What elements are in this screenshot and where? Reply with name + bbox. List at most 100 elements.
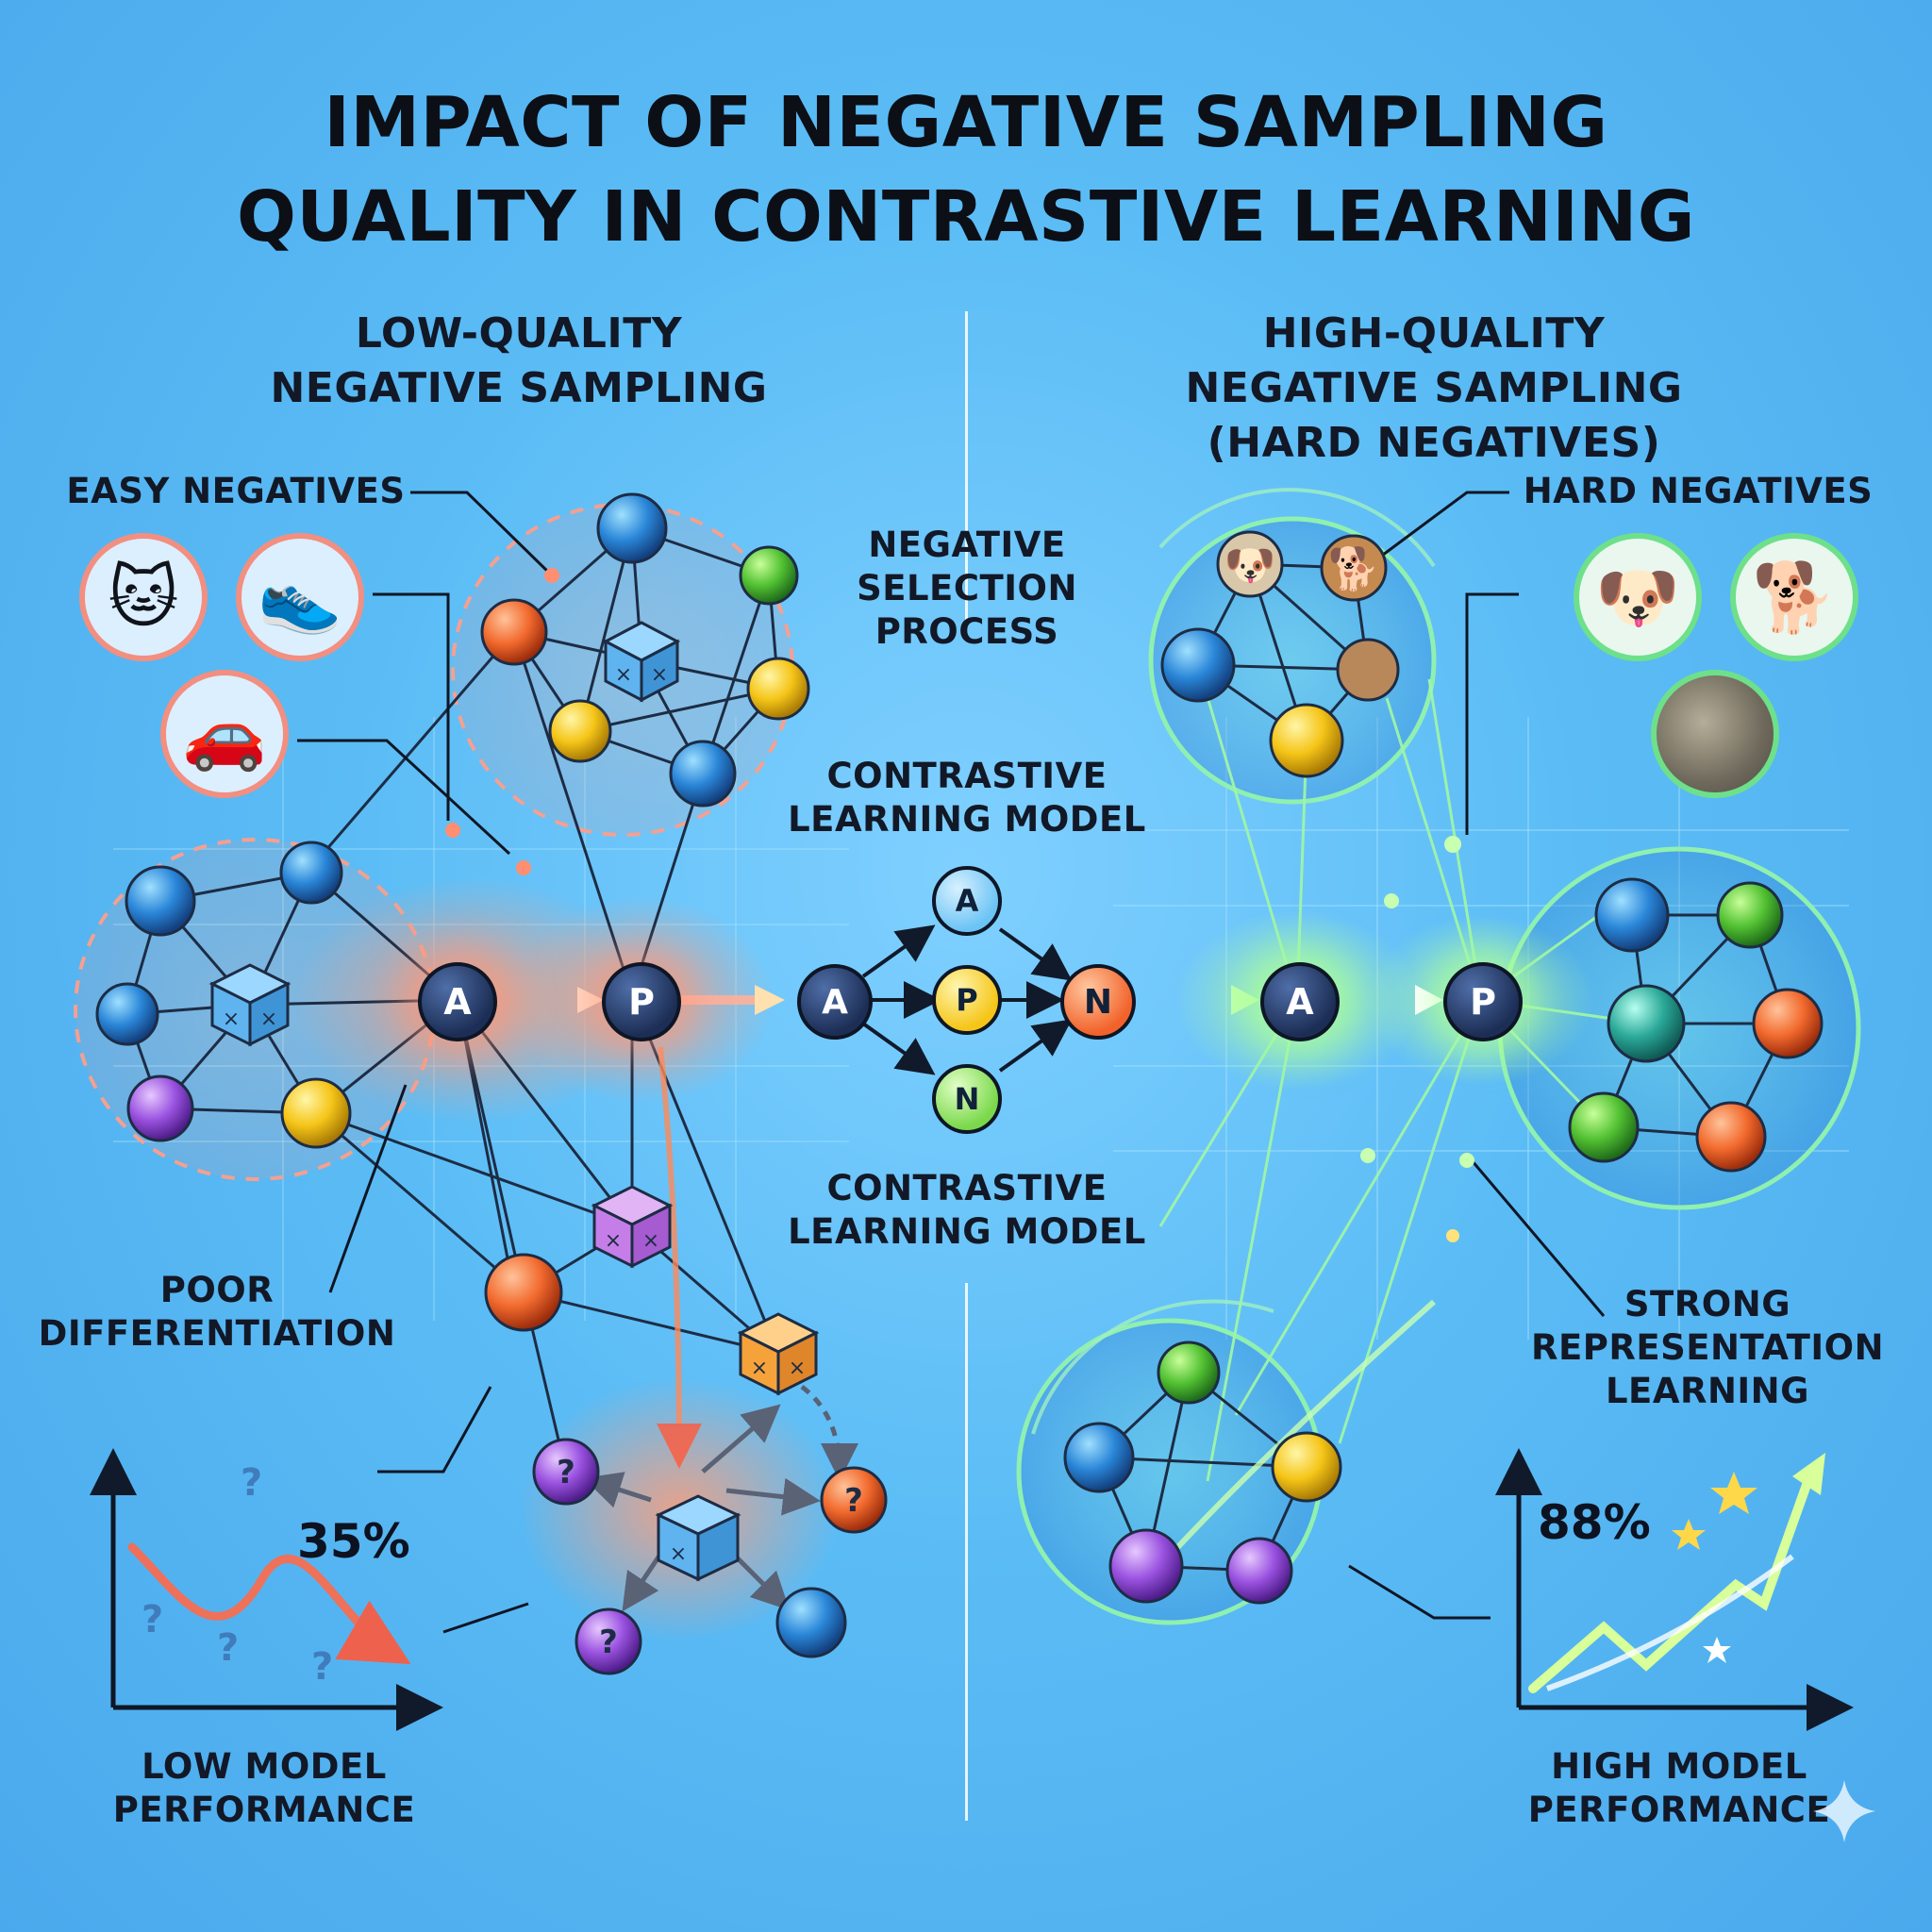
svg-text:×: ×	[670, 1542, 687, 1566]
low-model-performance-line-2: PERFORMANCE	[112, 1790, 416, 1830]
left-leader-lines	[297, 491, 554, 1634]
center-negative-node-right: N	[1060, 964, 1136, 1040]
center-anchor-node: A	[797, 964, 873, 1040]
strong-representation-line-1: STRONG	[1624, 1284, 1791, 1324]
high-quality-heading-line-3: (HARD NEGATIVES)	[1207, 419, 1661, 467]
high-trend-arrowhead	[1792, 1453, 1825, 1495]
svg-text:×: ×	[223, 1008, 240, 1031]
right-junction-dots	[1360, 836, 1474, 1242]
svg-text:🐶: 🐶	[1224, 541, 1276, 590]
cat-icon: 🐱	[79, 533, 208, 661]
contrastive-model-bottom-line-1: CONTRASTIVE	[826, 1168, 1108, 1208]
low-quality-heading: LOW-QUALITY NEGATIVE SAMPLING	[217, 307, 821, 416]
star-icons	[1672, 1472, 1757, 1663]
hard-network-nodes	[1063, 627, 1824, 1605]
svg-text:?: ?	[217, 1626, 239, 1670]
dog-icon-2: 🐕	[1730, 533, 1858, 661]
right-arrowhead-1	[1231, 985, 1259, 1015]
center-negative-node-bottom: N	[932, 1064, 1002, 1134]
strong-representation-line-3: LEARNING	[1605, 1371, 1810, 1411]
hard-cluster-dog-nodes: 🐶 🐕	[1216, 530, 1388, 602]
page-title: IMPACT OF NEGATIVE SAMPLING QUALITY IN C…	[0, 75, 1932, 264]
cube-icon-center: ×	[655, 1494, 741, 1582]
svg-text:×: ×	[751, 1357, 768, 1380]
negative-selection-line-2: SELECTION	[857, 568, 1077, 608]
cube-icon-left: × ×	[208, 963, 291, 1047]
center-positive-node: P	[932, 965, 1002, 1035]
contrastive-model-top-line-1: CONTRASTIVE	[826, 756, 1108, 796]
question-nodes: ? ? ?	[532, 1438, 888, 1675]
svg-text:×: ×	[615, 663, 632, 687]
center-divider-top	[965, 311, 968, 623]
cube-icon-orange: × ×	[737, 1312, 820, 1396]
question-node-3: ?	[575, 1607, 642, 1675]
high-quality-heading-line-2: NEGATIVE SAMPLING	[1185, 364, 1683, 412]
svg-text:?: ?	[599, 1624, 618, 1661]
svg-text:×: ×	[789, 1357, 806, 1380]
negative-selection-line-1: NEGATIVE	[868, 525, 1066, 565]
low-performance-percent: 35%	[297, 1514, 410, 1569]
strong-representation-line-2: REPRESENTATION	[1530, 1327, 1885, 1368]
center-divider-bottom	[965, 1283, 968, 1821]
sparkle-icon	[1813, 1780, 1875, 1842]
svg-text:?: ?	[311, 1645, 333, 1689]
strong-representation-label: STRONG REPRESENTATION LEARNING	[1509, 1283, 1906, 1413]
hard-cluster-bottom-ring	[1031, 1299, 1274, 1435]
question-node-1: ?	[532, 1438, 600, 1506]
svg-text:×: ×	[642, 1229, 659, 1253]
poor-differentiation-label: POOR DIFFERENTIATION	[38, 1269, 396, 1356]
left-arrowhead-1	[577, 987, 604, 1013]
svg-text:×: ×	[605, 1229, 622, 1253]
svg-text:🐕: 🐕	[1328, 545, 1380, 593]
low-quality-heading-line-2: NEGATIVE SAMPLING	[270, 364, 768, 412]
right-leader-lines	[1348, 491, 1606, 1620]
high-quality-heading: HIGH-QUALITY NEGATIVE SAMPLING (HARD NEG…	[1113, 307, 1755, 471]
dog-icon-1: 🐶	[1574, 533, 1702, 661]
svg-text:×: ×	[651, 663, 668, 687]
poor-differentiation-line-1: POOR	[159, 1270, 275, 1310]
low-quality-heading-line-1: LOW-QUALITY	[355, 309, 683, 358]
title-line-1: IMPACT OF NEGATIVE SAMPLING	[324, 82, 1608, 163]
low-performance-trend	[127, 1542, 411, 1665]
orange-descent-arrow	[656, 1046, 702, 1469]
negative-selection-label: NEGATIVE SELECTION PROCESS	[807, 524, 1127, 654]
car-icon: 🚗	[160, 670, 289, 798]
left-junction-dots	[445, 568, 559, 875]
contrastive-model-top-line-2: LEARNING MODEL	[788, 799, 1146, 840]
left-anchor-node: A	[418, 962, 497, 1041]
svg-text:×: ×	[260, 1008, 277, 1031]
high-model-performance-line-1: HIGH MODEL	[1551, 1746, 1807, 1787]
left-network-nodes	[95, 492, 847, 1658]
low-performance-chart	[90, 1448, 443, 1731]
negative-selection-line-3: PROCESS	[874, 611, 1059, 652]
dog-node-1: 🐶	[1216, 530, 1284, 598]
contrastive-model-bottom-line-2: LEARNING MODEL	[788, 1211, 1146, 1252]
dog-node-2: 🐕	[1320, 534, 1388, 602]
left-positive-node: P	[602, 962, 681, 1041]
svg-text:?: ?	[844, 1482, 863, 1520]
right-positive-node: P	[1443, 962, 1523, 1041]
poor-differentiation-line-2: DIFFERENTIATION	[38, 1313, 396, 1354]
fur-texture-icon	[1651, 670, 1779, 798]
contrastive-model-label-bottom: CONTRASTIVE LEARNING MODEL	[774, 1167, 1160, 1254]
right-arrowhead-2	[1415, 985, 1443, 1015]
center-top-anchor-node: A	[932, 866, 1002, 936]
high-model-performance-line-2: PERFORMANCE	[1527, 1790, 1831, 1830]
easy-negatives-label: EASY NEGATIVES	[66, 471, 406, 511]
high-performance-trend-2	[1545, 1554, 1794, 1691]
high-quality-heading-line-1: HIGH-QUALITY	[1262, 309, 1606, 358]
low-model-performance-label: LOW MODEL PERFORMANCE	[94, 1745, 434, 1832]
contrastive-model-label-top: CONTRASTIVE LEARNING MODEL	[774, 755, 1160, 841]
high-performance-percent: 88%	[1538, 1495, 1651, 1550]
cube-icon-top: × ×	[602, 621, 681, 703]
svg-text:?: ?	[241, 1461, 262, 1505]
high-performance-chart	[1495, 1448, 1854, 1731]
hard-negatives-label: HARD NEGATIVES	[1523, 471, 1874, 511]
low-model-performance-line-1: LOW MODEL	[142, 1746, 387, 1787]
high-model-performance-label: HIGH MODEL PERFORMANCE	[1509, 1745, 1849, 1832]
cube-icon-purple: × ×	[591, 1185, 674, 1269]
svg-text:?: ?	[142, 1598, 163, 1641]
hard-cluster-top-ring	[1158, 488, 1436, 568]
title-line-2: QUALITY IN CONTRASTIVE LEARNING	[236, 176, 1696, 258]
